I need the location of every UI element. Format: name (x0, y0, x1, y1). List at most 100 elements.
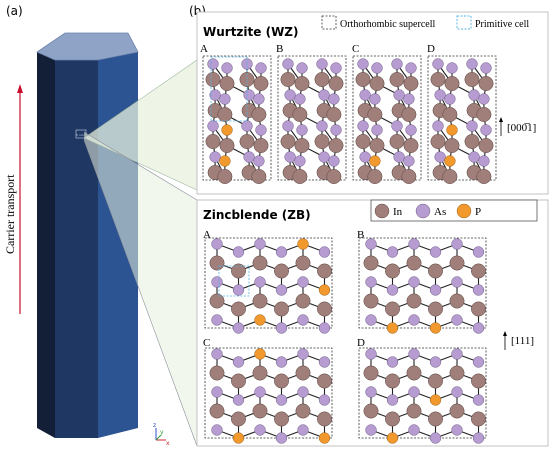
zb-structure-a (204, 237, 333, 334)
as-atom (294, 93, 306, 105)
as-atom (365, 276, 377, 288)
as-atom (371, 62, 383, 74)
wz-structure-a (202, 55, 272, 184)
in-atom (401, 107, 417, 122)
in-atom (209, 403, 225, 419)
in-atom (328, 76, 344, 91)
as-atom (282, 120, 294, 132)
as-atom (451, 276, 463, 288)
in-atom (430, 134, 446, 149)
as-atom (472, 432, 485, 444)
as-atom (466, 58, 478, 70)
as-atom (275, 322, 288, 334)
wz-direction: [000̅1] (499, 117, 536, 136)
orthorhombic-supercell (204, 347, 333, 439)
in-atom (292, 107, 308, 122)
atom-legend: In As P (370, 199, 538, 222)
as-atom (466, 120, 478, 132)
in-atom (406, 403, 422, 419)
cell-legend: Orthorhombic supercell Primitive cell (321, 15, 529, 30)
orthorhombic-supercell (277, 55, 347, 181)
p-atom (386, 432, 399, 444)
as-atom (468, 151, 480, 163)
in-atom (444, 138, 460, 153)
as-atom (243, 151, 255, 163)
p-atom (221, 124, 233, 136)
as-atom (478, 93, 490, 105)
primitive-cell (210, 56, 248, 122)
as-atom (328, 155, 340, 167)
in-atom (314, 72, 330, 87)
slice-marker (75, 129, 87, 139)
as-atom (446, 62, 458, 74)
as-atom (297, 314, 309, 326)
in-atom (205, 72, 221, 87)
in-atom (231, 411, 246, 427)
as-atom (221, 62, 233, 74)
in-atom (326, 107, 342, 122)
in-atom (292, 169, 308, 184)
axis-x-label: x (166, 440, 170, 447)
in-atom (449, 293, 465, 309)
in-atom (355, 134, 371, 149)
zb-structure-c (204, 347, 333, 444)
in-atom (478, 76, 494, 91)
in-atom (449, 255, 465, 271)
in-atom (209, 293, 225, 309)
as-atom (365, 386, 377, 398)
as-atom (359, 151, 371, 163)
in-atom (217, 107, 233, 122)
in-atom (231, 301, 246, 317)
in-atom (367, 107, 383, 122)
as-atom (472, 246, 485, 258)
zb-panel-a-label: A (203, 229, 211, 241)
as-atom (275, 356, 288, 368)
as-atom (480, 62, 492, 74)
as-atom (318, 151, 330, 163)
as-atom (432, 120, 444, 132)
wz-direction-label: [000̅1] (507, 122, 536, 134)
in-label: In (393, 206, 403, 218)
in-atom (363, 293, 379, 309)
p-atom (219, 155, 231, 167)
as-atom (357, 58, 369, 70)
as-atom (255, 62, 267, 74)
in-atom (428, 373, 443, 389)
in-atom (274, 263, 289, 279)
orthorhombic-supercell (358, 347, 487, 439)
in-atom (252, 365, 268, 381)
in-atom (369, 138, 385, 153)
as-atom (330, 62, 342, 74)
as-atom (211, 276, 223, 288)
orthorhombic-supercell (204, 237, 333, 329)
as-atom (211, 314, 223, 326)
in-atom (295, 365, 311, 381)
zb-direction-label: [111] (511, 335, 534, 347)
in-atom (471, 301, 486, 317)
as-atom (297, 348, 309, 360)
as-atom (472, 284, 485, 296)
as-atom (432, 58, 444, 70)
as-atom (391, 120, 403, 132)
as-atom (408, 314, 420, 326)
zb-panel-c-label: C (203, 337, 210, 349)
in-atom (403, 76, 419, 91)
p-label: P (475, 206, 481, 218)
as-atom (478, 155, 490, 167)
as-atom (207, 58, 219, 70)
in-atom (367, 169, 383, 184)
as-atom (253, 155, 265, 167)
orthorhombic-swatch (321, 15, 337, 30)
as-atom (480, 124, 492, 136)
as-atom (405, 62, 417, 74)
in-atom (251, 169, 267, 184)
primitive-label: Primitive cell (475, 19, 529, 30)
p-atom (254, 348, 266, 360)
in-atom (274, 411, 289, 427)
in-atom (274, 373, 289, 389)
in-atom (471, 263, 486, 279)
in-atom (280, 72, 296, 87)
in-atom (252, 403, 268, 419)
in-atom (363, 403, 379, 419)
as-atom (318, 394, 331, 406)
